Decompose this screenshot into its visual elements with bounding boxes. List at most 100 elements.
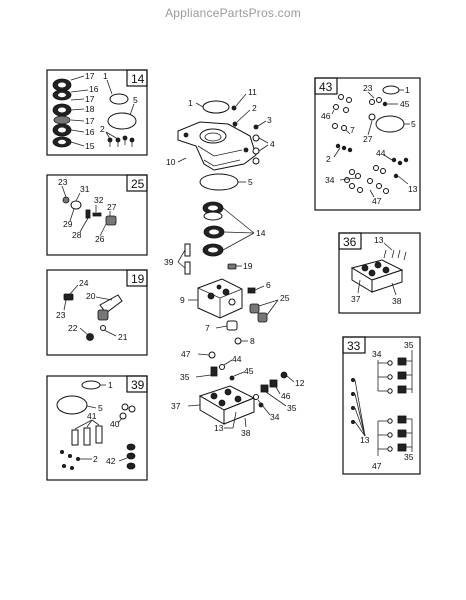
- label: 13: [374, 235, 384, 245]
- label: 2: [326, 154, 331, 164]
- label: 24: [79, 278, 89, 288]
- screw-icon: [60, 449, 81, 470]
- label: 7: [205, 323, 210, 333]
- label: 38: [392, 296, 402, 306]
- label: 16: [85, 127, 95, 137]
- label: 34: [325, 175, 335, 185]
- label: 27: [363, 134, 373, 144]
- washer-icon: [119, 403, 136, 420]
- label: 6: [266, 280, 271, 290]
- unloader-icon: [227, 263, 237, 270]
- box-39-number: 39: [131, 378, 145, 392]
- label: 25: [280, 293, 290, 303]
- label: 15: [85, 141, 95, 151]
- label: 21: [118, 332, 128, 342]
- screw-icon: [107, 135, 135, 147]
- washer-icon: [234, 337, 242, 345]
- label: 13: [214, 423, 224, 433]
- label: 7: [350, 125, 355, 135]
- label: 47: [372, 461, 382, 471]
- label: 26: [95, 234, 105, 244]
- watermark-text: AppliancePartsPros.com: [165, 6, 301, 20]
- label: 40: [110, 419, 120, 429]
- label: 20: [86, 291, 96, 301]
- box-14: 14 17 16 17 18 17 16 15: [46, 69, 148, 156]
- label: 35: [287, 403, 297, 413]
- o-ring-icon: [109, 93, 129, 105]
- label: 35: [404, 452, 414, 462]
- label: 46: [281, 391, 291, 401]
- unloader-valve-icon: [63, 293, 123, 341]
- o-ring-icon: [81, 380, 101, 390]
- label: 8: [250, 336, 255, 346]
- label: 47: [181, 349, 191, 359]
- seal-stack-icon: [52, 78, 72, 148]
- valve-plate-icon: [198, 385, 256, 425]
- label: 46: [321, 111, 331, 121]
- label: 34: [372, 349, 382, 359]
- label: 39: [164, 257, 174, 267]
- label: 45: [400, 99, 410, 109]
- label: 35: [180, 372, 190, 382]
- label: 31: [80, 184, 90, 194]
- valve-icon: [249, 303, 260, 314]
- label: 37: [351, 294, 361, 304]
- box-25-number: 25: [131, 177, 145, 191]
- piston-icon: [184, 243, 191, 275]
- label: 47: [372, 196, 382, 206]
- label: 34: [270, 412, 280, 422]
- label: 28: [72, 230, 82, 240]
- valve-icon: [257, 312, 268, 323]
- label: 23: [363, 83, 373, 93]
- label: 19: [243, 261, 253, 271]
- label: 5: [98, 403, 103, 413]
- label: 17: [85, 94, 95, 104]
- box-36: 36 13 37 38: [338, 232, 421, 314]
- label: 22: [68, 323, 78, 333]
- small-parts-icon: [332, 94, 409, 194]
- plug-icon: [247, 287, 256, 294]
- cap-icon: [231, 105, 237, 111]
- label: 37: [171, 401, 181, 411]
- label: 1: [108, 380, 113, 390]
- label: 16: [89, 84, 99, 94]
- label: 38: [241, 428, 251, 438]
- label: 5: [411, 119, 416, 129]
- box-25: 25 23 31 32 27 29 28 26: [46, 174, 148, 256]
- label: 4: [270, 139, 275, 149]
- manifold-icon: [197, 278, 243, 319]
- o-ring-icon: [202, 100, 230, 114]
- box-33-number: 33: [347, 339, 361, 353]
- label: 17: [85, 71, 95, 81]
- plug-icon: [226, 320, 238, 331]
- box-33-frame: [342, 336, 421, 475]
- label: 23: [56, 310, 66, 320]
- o-ring-icon: [199, 173, 239, 191]
- piston-icon: [71, 425, 103, 446]
- label: 10: [166, 157, 176, 167]
- label: 42: [106, 456, 116, 466]
- label: 35: [404, 340, 414, 350]
- box-25-frame: [46, 174, 148, 256]
- box-43-frame: [314, 77, 421, 211]
- o-ring-icon: [382, 85, 400, 95]
- label: 2: [93, 454, 98, 464]
- center-assembly: 1 11 2 3 10 4: [164, 87, 305, 438]
- box-36-number: 36: [343, 235, 357, 249]
- label: 5: [248, 177, 253, 187]
- label: 13: [408, 184, 418, 194]
- label: 9: [180, 295, 185, 305]
- label: 5: [133, 95, 138, 105]
- valve-icon: [210, 366, 218, 377]
- seal-icon: [126, 443, 136, 470]
- o-ring-icon: [107, 112, 137, 130]
- box-14-frame: [46, 69, 148, 156]
- label: 18: [85, 104, 95, 114]
- label: 29: [63, 219, 73, 229]
- label: 1: [103, 71, 108, 81]
- seal-stack-icon: [202, 201, 225, 257]
- label: 27: [107, 202, 117, 212]
- label: 11: [248, 87, 257, 97]
- box-19-frame: [46, 269, 148, 356]
